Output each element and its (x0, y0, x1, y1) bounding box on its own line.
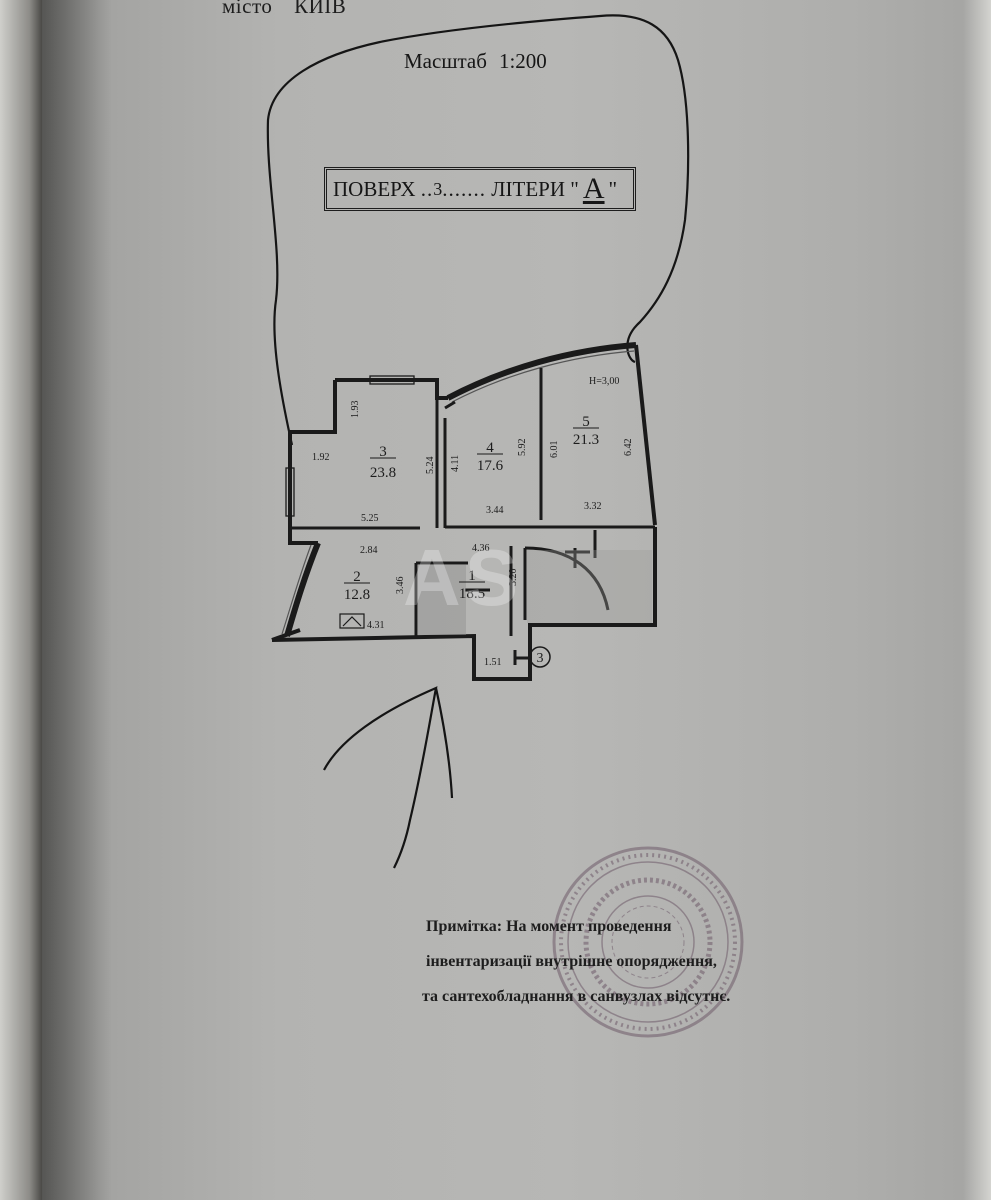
room-5-label: 5 21.3 (573, 414, 599, 448)
dim-4-11: 4.11 (450, 455, 461, 472)
dim-1-51: 1.51 (484, 657, 502, 668)
dim-6-42: 6.42 (623, 439, 634, 457)
dim-3-32: 3.32 (584, 501, 602, 512)
scale-line: Масштаб 1:200 (404, 49, 559, 74)
room-3-number: 3 (379, 444, 387, 460)
dim-1-93: 1.93 (350, 401, 361, 419)
city-line: місто КИЇВ (222, 0, 362, 19)
scale-value: 1:200 (498, 49, 547, 73)
floor-number: 3 (433, 178, 443, 199)
dim-1-92: 1.92 (312, 452, 330, 463)
dim-5-25: 5.25 (361, 513, 379, 524)
room-2-number: 2 (353, 569, 361, 585)
scale-label: Масштаб (404, 49, 487, 73)
room-3-area: 23.8 (370, 465, 396, 481)
dim-5-92: 5.92 (517, 439, 528, 457)
room-4-label: 4 17.6 (477, 440, 504, 474)
inner-walls (290, 368, 655, 665)
floor-dots-before: .. (420, 176, 434, 201)
room-1-label: 1 18.5 (459, 568, 485, 602)
room-3-label: 3 23.8 (370, 444, 396, 481)
letter-quote-open: " (570, 176, 579, 201)
room-2-area: 12.8 (344, 587, 370, 603)
right-page-edge (963, 0, 991, 1200)
floor-plan-page (42, 0, 991, 1200)
note-line-2: інвентаризації внутрішне опорядження, (426, 953, 717, 970)
ceiling-height: Н=3,00 (589, 376, 619, 387)
dim-4-31: 4.31 (367, 620, 385, 631)
floor-title-box: ПОВЕРХ ..3....... ЛІТЕРИ "А" (324, 167, 636, 211)
meter-symbol (339, 613, 365, 629)
dim-3-20: 3.20 (508, 569, 519, 587)
official-stamp (552, 846, 744, 1038)
bathroom-shading (418, 565, 466, 635)
dimension-labels: 1.93 1.92 5.24 4.11 5.92 6.01 6.42 5.25 … (312, 401, 634, 669)
watermark: AS (403, 533, 523, 622)
note-block: Примітка: На момент проведення інвентари… (422, 909, 730, 1014)
letter-label: ЛІТЕРИ (491, 176, 566, 201)
dim-3-44: 3.44 (486, 505, 504, 516)
dim-6-01: 6.01 (549, 441, 560, 459)
hand-drawn-arrow (323, 686, 454, 869)
room-1-number: 1 (468, 568, 476, 584)
room-5-area: 21.3 (573, 432, 599, 448)
note-line-1: Примітка: На момент проведення (426, 918, 672, 935)
dim-2-84: 2.84 (360, 545, 378, 556)
room-4-number: 4 (486, 440, 494, 456)
entrance-marker-label: 3 (537, 651, 544, 666)
letter-value: А (582, 172, 605, 205)
entrance-marker: 3 (529, 646, 551, 668)
room-1-area: 18.5 (459, 586, 485, 602)
floor-label: ПОВЕРХ (333, 176, 416, 201)
hand-drawn-outline (266, 14, 690, 446)
city-label: місто (222, 0, 273, 18)
curved-facade (281, 342, 637, 637)
binding-shadow (42, 0, 112, 1200)
note-line-3: та сантехобладнання в санвузлах відсутнє… (422, 988, 731, 1005)
dim-5-24: 5.24 (425, 457, 436, 475)
dim-4-36: 4.36 (472, 543, 490, 554)
room-5-number: 5 (582, 414, 590, 430)
left-page-edge (0, 0, 42, 1200)
room-4-area: 17.6 (477, 458, 504, 474)
windows (285, 375, 415, 517)
dim-3-46: 3.46 (395, 577, 406, 595)
floor-dots-after: ....... (442, 176, 487, 201)
letter-quote-close: " (608, 176, 618, 201)
room-2-label: 2 12.8 (344, 569, 370, 603)
city-value: КИЇВ (294, 0, 347, 18)
bathroom2-shading (527, 550, 652, 623)
